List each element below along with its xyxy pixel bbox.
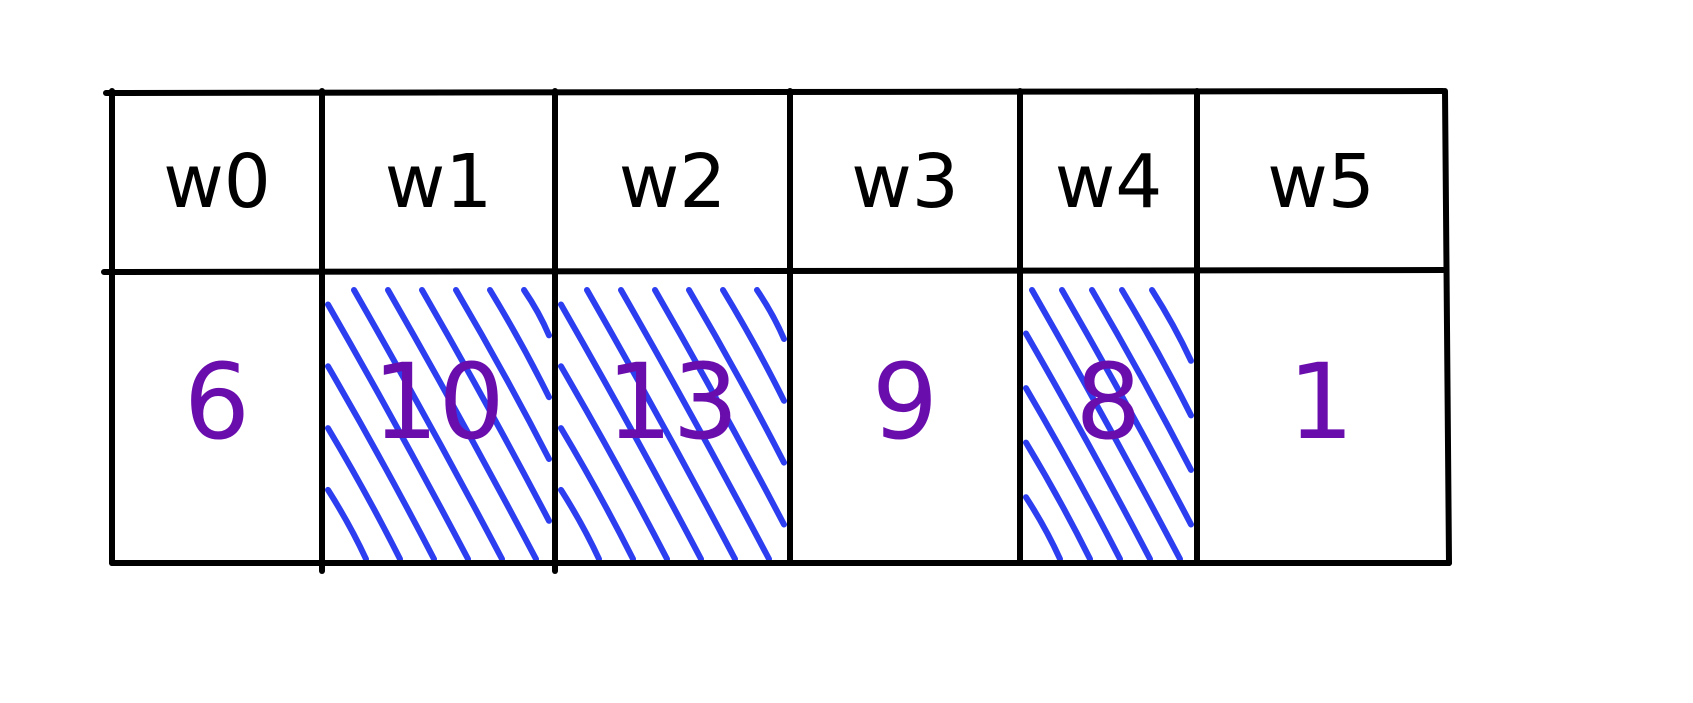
hatch-stroke	[558, 301, 704, 562]
hatching-layer	[325, 287, 1194, 562]
hatch-stroke	[558, 425, 636, 562]
hatch-stroke	[453, 287, 552, 462]
hatch-stroke	[558, 486, 602, 562]
hatch-stroke	[521, 287, 552, 339]
hatch-stroke	[325, 425, 403, 562]
hatch-stroke	[1149, 287, 1194, 364]
hatch-stroke	[487, 287, 552, 401]
grid-line-middle	[101, 267, 1446, 275]
hatch-stroke	[1023, 385, 1123, 562]
header-cell-w0: w0	[163, 139, 271, 225]
hatch-stroke	[385, 287, 539, 562]
header-row: w0 w1 w2 w3 w4 w5	[163, 139, 1375, 225]
hatch-stroke	[325, 301, 471, 562]
hatching-w2	[558, 287, 787, 562]
hatch-stroke	[1023, 330, 1153, 562]
hatch-stroke	[558, 363, 670, 562]
hatching-w1	[325, 287, 552, 562]
grid-line-top	[103, 88, 1446, 96]
table-grid	[101, 88, 1452, 574]
hatch-stroke	[618, 287, 772, 562]
value-cell-w1: 10	[372, 341, 504, 463]
value-cell-w2: 13	[606, 341, 738, 463]
hatch-stroke	[754, 287, 787, 342]
value-cell-w0: 6	[184, 341, 250, 463]
hatch-stroke	[1023, 439, 1093, 562]
header-cell-w3: w3	[851, 139, 959, 225]
grid-line-vertical-6	[1442, 88, 1452, 566]
hatch-stroke	[325, 363, 437, 562]
hatch-stroke	[1023, 494, 1063, 562]
hatch-stroke	[652, 287, 787, 528]
hatch-stroke	[351, 287, 505, 562]
hatch-stroke	[1059, 287, 1194, 528]
hatch-stroke	[419, 287, 552, 524]
hatching-w4	[1023, 287, 1194, 562]
value-row: 6 10 13 9 8 1	[184, 341, 1354, 463]
hatch-stroke	[584, 287, 738, 562]
value-cell-w4: 8	[1075, 341, 1141, 463]
value-cell-w5: 1	[1288, 341, 1354, 463]
hatch-stroke	[1089, 287, 1194, 473]
hatch-stroke	[720, 287, 787, 404]
hatch-stroke	[325, 486, 369, 562]
hatch-stroke	[686, 287, 787, 466]
value-cell-w3: 9	[872, 341, 938, 463]
hatch-stroke	[1029, 287, 1183, 562]
header-cell-w1: w1	[385, 139, 493, 225]
hatch-stroke	[1119, 287, 1194, 419]
header-cell-w2: w2	[619, 139, 727, 225]
header-cell-w5: w5	[1267, 139, 1375, 225]
header-cell-w4: w4	[1055, 139, 1163, 225]
